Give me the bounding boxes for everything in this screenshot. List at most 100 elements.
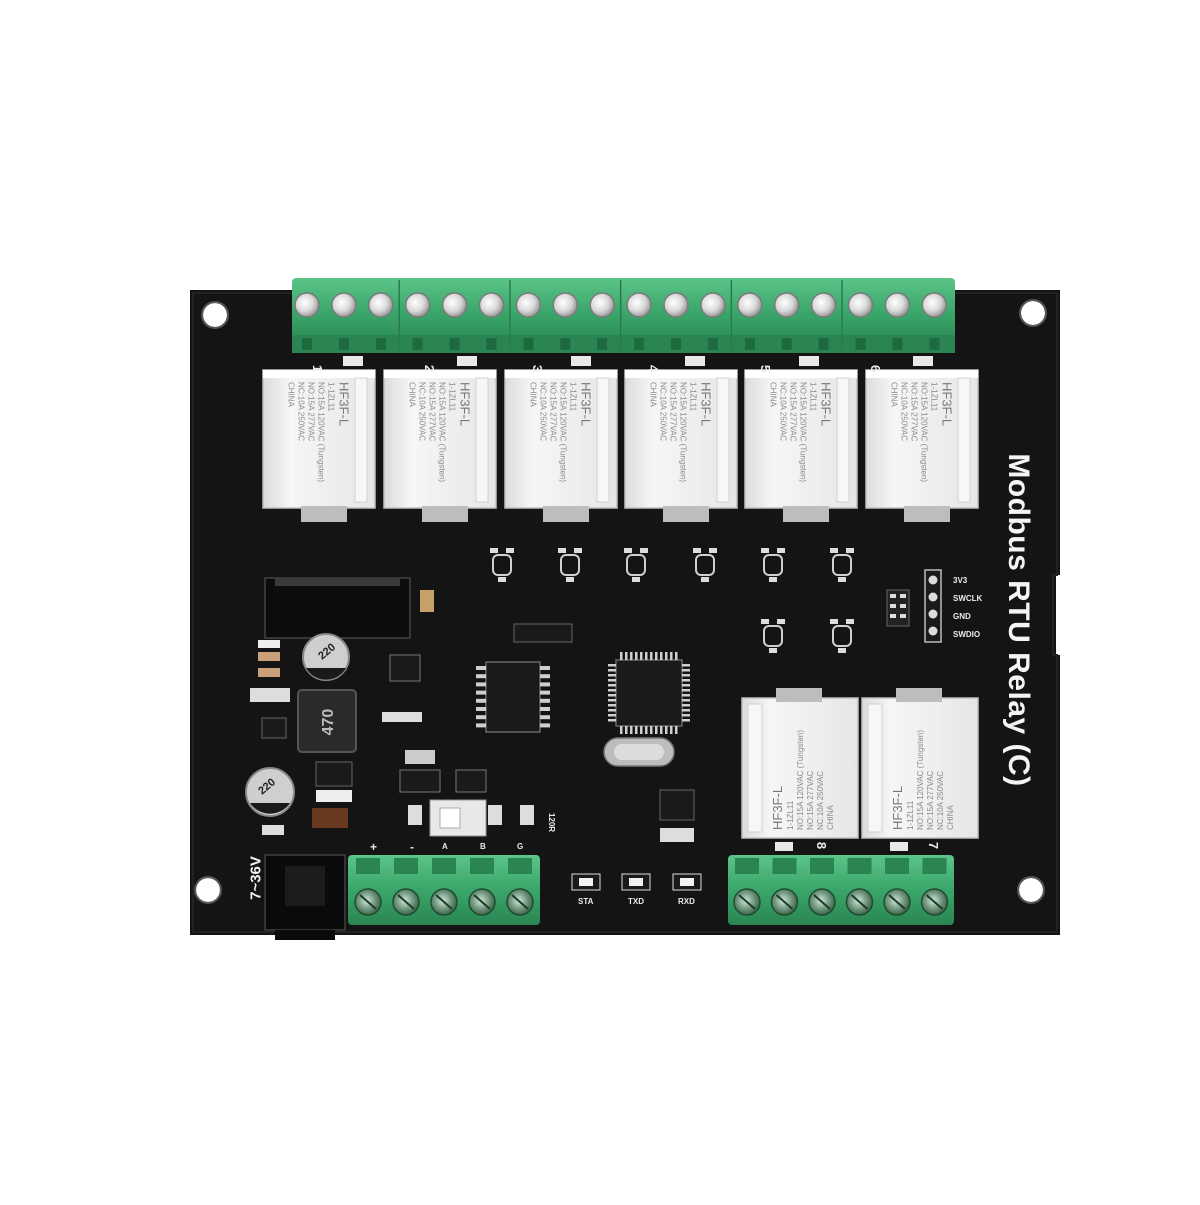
terminal-screw[interactable] bbox=[700, 292, 726, 318]
mcu-pin bbox=[682, 694, 690, 697]
mcu-pin bbox=[660, 726, 663, 734]
ic-pin bbox=[476, 666, 486, 670]
relay-model-text: HF3F-L bbox=[818, 382, 834, 427]
terminal-wire-slot bbox=[634, 338, 645, 350]
relay-rating-text: NO:15A 120VAC (Tungsten) bbox=[796, 729, 805, 830]
smd-pad bbox=[769, 648, 777, 653]
relay-origin-text: CHINA bbox=[889, 382, 898, 407]
smd-footprint bbox=[763, 625, 783, 647]
relay-base bbox=[301, 506, 347, 522]
smd-footprint bbox=[832, 554, 852, 576]
relay-side bbox=[957, 377, 971, 503]
terminal-wire-slot bbox=[847, 858, 872, 874]
mcu-pin bbox=[608, 669, 616, 672]
header-label-swdio: SWDIO bbox=[953, 630, 981, 639]
smd-pad bbox=[640, 548, 648, 553]
screw-slot bbox=[359, 894, 377, 910]
ic-pin bbox=[540, 723, 550, 728]
relay-rating-text: NO:15A 277VAC bbox=[806, 770, 815, 830]
channel-number-4: 4 bbox=[646, 364, 662, 373]
mcu-pin bbox=[608, 704, 616, 707]
terminal-screw[interactable] bbox=[368, 292, 394, 318]
terminal-wire-slot bbox=[508, 858, 532, 874]
ic-pin bbox=[476, 707, 486, 711]
ic-pin bbox=[540, 682, 550, 687]
crystal-oscillator bbox=[603, 737, 675, 767]
relay-rating-text: NO:15A 120VAC (Tungsten) bbox=[316, 382, 325, 483]
mcu-pin bbox=[608, 714, 616, 717]
relay-submodel-text: 1-1ZL11 bbox=[688, 382, 697, 412]
debug-header bbox=[886, 569, 942, 643]
relay-side bbox=[747, 703, 763, 833]
terminal-label-b: B bbox=[480, 842, 486, 851]
relay-rating-text: NO:15A 120VAC (Tungsten) bbox=[437, 382, 446, 483]
screw-slot bbox=[925, 894, 944, 910]
relay-rating-text: NO:15A 120VAC (Tungsten) bbox=[919, 382, 928, 483]
smd-pad bbox=[846, 548, 854, 553]
terminal-screw[interactable] bbox=[663, 292, 689, 318]
relay-origin-text: CHINA bbox=[826, 805, 835, 830]
terminal-screw[interactable] bbox=[294, 292, 320, 318]
terminal-screw[interactable] bbox=[589, 292, 615, 318]
dc-power-jack bbox=[264, 854, 346, 940]
terminal-wire-slot bbox=[449, 338, 460, 350]
mcu-pin bbox=[608, 664, 616, 667]
terminal-screw[interactable] bbox=[478, 292, 505, 318]
terminal-screw[interactable] bbox=[773, 292, 800, 318]
channel-led bbox=[571, 356, 591, 366]
screw-slot bbox=[511, 894, 529, 910]
board-title: Modbus RTU Relay (C) bbox=[1002, 453, 1035, 787]
relay-rating-text: NC:10A 250VAC bbox=[778, 382, 787, 441]
terminal-wire-slot bbox=[523, 338, 534, 350]
smd-pad bbox=[777, 548, 785, 553]
terminal-screw[interactable] bbox=[441, 292, 468, 318]
terminal-screw[interactable] bbox=[331, 292, 357, 318]
smd-pad bbox=[701, 577, 709, 582]
terminal-wire-slot bbox=[885, 858, 909, 874]
relay-model-text: HF3F-L bbox=[889, 785, 905, 830]
mcu-pin bbox=[682, 669, 690, 672]
relay-model-text: HF3F-L bbox=[769, 785, 785, 830]
electrolytic-capacitors: 220 220 bbox=[245, 633, 350, 817]
terminal-screw[interactable] bbox=[626, 292, 652, 318]
channel-led bbox=[890, 842, 908, 851]
relay-row-bottom bbox=[741, 688, 979, 851]
mcu-pin bbox=[675, 652, 678, 660]
smd-footprint bbox=[695, 554, 715, 576]
relay-side bbox=[596, 377, 610, 503]
terminal-screw[interactable] bbox=[810, 292, 837, 318]
terminal-screw[interactable] bbox=[737, 292, 763, 318]
led-label-sta: STA bbox=[578, 897, 594, 906]
relay-model-text: HF3F-L bbox=[698, 382, 714, 427]
header-label-swclk: SWCLK bbox=[953, 594, 983, 603]
relay-side bbox=[475, 377, 489, 503]
mcu-pin bbox=[675, 726, 678, 734]
relay-rating-text: NC:10A 250VAC bbox=[417, 382, 426, 441]
smd-pad bbox=[498, 577, 506, 582]
terminal-screw[interactable] bbox=[552, 292, 579, 318]
relay-submodel-text: 1-1ZL11 bbox=[808, 382, 817, 412]
channel-number-2: 2 bbox=[422, 364, 438, 373]
smd-pad bbox=[632, 577, 640, 582]
relay-base bbox=[543, 506, 589, 522]
relay-rating-text: NO:15A 120VAC (Tungsten) bbox=[678, 382, 687, 483]
relay-rating-text: NO:15A 277VAC bbox=[909, 382, 918, 442]
terminal-screw[interactable] bbox=[884, 292, 911, 318]
relay-base bbox=[776, 688, 822, 702]
smd-pad bbox=[830, 548, 838, 553]
power-inductor: 470 bbox=[297, 689, 357, 753]
terminal-wire-slot bbox=[338, 338, 349, 350]
mcu-pin bbox=[682, 704, 690, 707]
terminal-screw[interactable] bbox=[404, 292, 431, 318]
terminal-wire-slot bbox=[818, 338, 829, 350]
svg-text:470: 470 bbox=[320, 709, 337, 736]
terminal-screw[interactable] bbox=[921, 292, 948, 318]
terminal-screw[interactable] bbox=[847, 292, 874, 318]
relay-rating-text: NO:15A 120VAC (Tungsten) bbox=[798, 382, 807, 483]
relay-rating-text: NO:15A 120VAC (Tungsten) bbox=[558, 382, 567, 483]
relay-model-text: HF3F-L bbox=[336, 382, 352, 427]
relay-model-text: HF3F-L bbox=[939, 382, 955, 427]
terminal-screw[interactable] bbox=[515, 292, 542, 318]
